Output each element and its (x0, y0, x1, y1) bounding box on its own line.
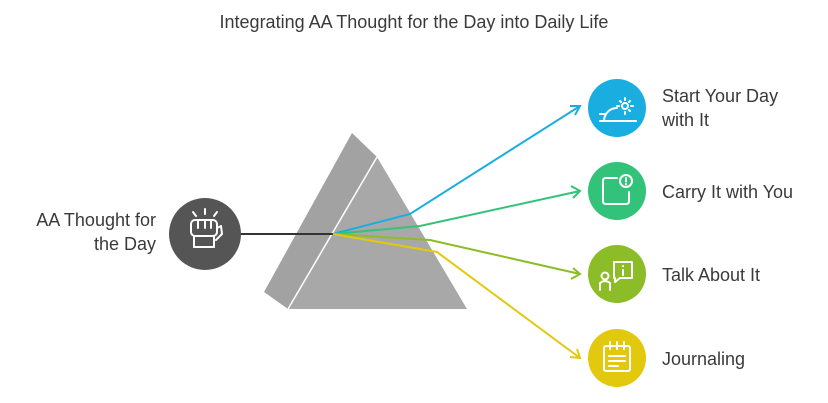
output-circle-4 (588, 329, 646, 387)
output-label-4: Journaling (662, 347, 745, 371)
calendar-notes-icon (603, 341, 631, 372)
output-circle-2 (588, 162, 646, 220)
source-label-line2: the Day (93, 234, 156, 254)
source-circle (169, 198, 241, 270)
source-label: AA Thought for the Day (0, 208, 156, 256)
output-label-1-line2: with It (662, 110, 710, 130)
output-label-1-line1: Start Your Day (662, 86, 779, 106)
diagram-title: Integrating AA Thought for the Day into … (219, 12, 609, 32)
ray-talk-about-it (332, 233, 582, 280)
prism (264, 133, 467, 310)
output-circle-3 (588, 245, 646, 303)
alert-note-icon (602, 174, 633, 205)
ray-carry-it (332, 185, 582, 235)
person-speech-icon (599, 261, 633, 291)
ray-journaling (332, 233, 582, 360)
output-label-3-line1: Talk About It (662, 265, 761, 285)
output-label-2: Carry It with You (662, 180, 793, 204)
output-label-4-line1: Journaling (662, 349, 746, 369)
ray-start-your-day (332, 105, 582, 235)
raised-fist-icon (190, 208, 223, 248)
sunrise-icon (599, 97, 637, 122)
output-label-3: Talk About It (662, 263, 760, 287)
source-label-line1: AA Thought for (36, 210, 156, 230)
output-label-1: Start Your Day with It (662, 84, 778, 132)
output-label-2-line1: Carry It with You (662, 182, 794, 202)
prism-back-face (264, 133, 377, 309)
prism-front-face (288, 157, 467, 309)
